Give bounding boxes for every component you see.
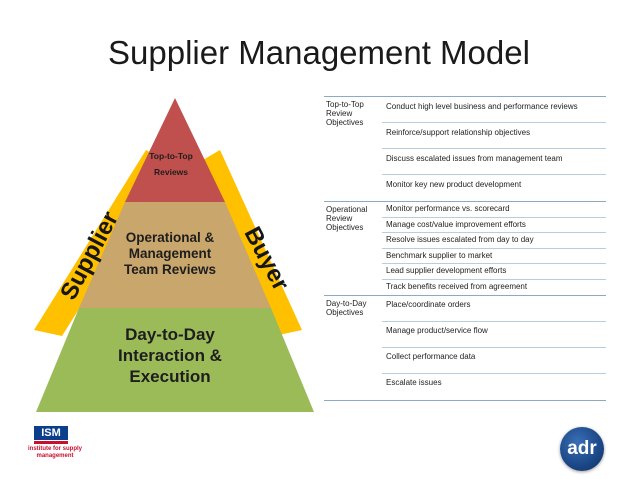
pyramid-top-label: Top-to-Top Reviews xyxy=(149,151,193,177)
objectives-group-daily: Day-to-Day Objectives Place/coordinate o… xyxy=(324,295,606,401)
pyramid-middle-tier xyxy=(79,202,271,308)
page-title: Supplier Management Model xyxy=(108,34,530,71)
adr-logo: adr xyxy=(560,427,604,471)
ism-logo-caption: institute for supply management xyxy=(28,446,82,459)
objectives-group-top: Top-to-Top Review Objectives Conduct hig… xyxy=(324,96,606,201)
objective-row: Discuss escalated issues from management… xyxy=(382,149,606,175)
objective-row: Monitor performance vs. scorecard xyxy=(382,202,606,218)
pyramid-bottom-label: Day-to-Day Interaction & Execution xyxy=(118,325,222,386)
objective-row: Track benefits received from agreement xyxy=(386,281,528,291)
ism-logo-stripe xyxy=(34,441,68,444)
objective-row: Reinforce/support relationship objective… xyxy=(382,123,606,149)
objective-row: Monitor key new product development xyxy=(386,180,522,189)
objective-row: Resolve issues escalated from day to day xyxy=(382,233,606,249)
group-label: Operational Review Objectives xyxy=(326,205,368,232)
pyramid-bottom-tier xyxy=(36,308,314,412)
objectives-table: Top-to-Top Review Objectives Conduct hig… xyxy=(324,96,606,401)
objective-row: Benchmark supplier to market xyxy=(382,249,606,264)
objective-row: Manage product/service flow xyxy=(382,322,606,348)
objective-row: Collect performance data xyxy=(382,348,606,374)
pyramid-top-tier xyxy=(125,98,225,202)
ism-logo-text: ISM xyxy=(34,426,68,440)
objective-row: Manage cost/value improvement efforts xyxy=(382,218,606,233)
objective-row: Escalate issues xyxy=(386,378,442,387)
objective-row: Lead supplier development efforts xyxy=(382,264,606,280)
objective-row: Conduct high level business and performa… xyxy=(382,97,606,123)
group-label: Day-to-Day Objectives xyxy=(326,299,367,317)
buyer-side-bar xyxy=(196,150,302,336)
ism-logo: ISM institute for supply management xyxy=(26,422,86,468)
pyramid-middle-label: Operational & Management Team Reviews xyxy=(123,230,217,277)
objectives-group-operational: Operational Review Objectives Monitor pe… xyxy=(324,201,606,295)
objective-row: Place/coordinate orders xyxy=(382,296,606,322)
group-label: Top-to-Top Review Objectives xyxy=(326,100,364,127)
